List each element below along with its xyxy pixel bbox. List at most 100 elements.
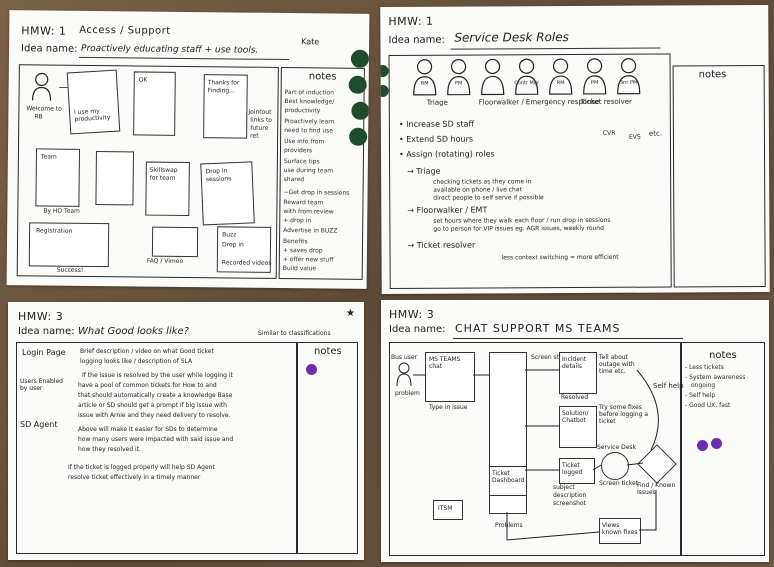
note-line: + offer new stuff — [282, 255, 334, 264]
sketch-caption: Buzz — [222, 231, 237, 239]
note-line: ~Get drop in sessions — [283, 189, 350, 197]
sketch-list-card: OK — [133, 71, 176, 136]
idea-name: Proactively educating staff + use tools. — [80, 43, 259, 56]
sketch-caption: Finding... — [207, 87, 235, 95]
role-label: PM — [590, 79, 599, 86]
flow-label: Self help — [653, 382, 684, 390]
sketch-caption: Drop in — [205, 167, 228, 176]
subsection-item: available on phone / live chat — [433, 186, 522, 194]
sketch-team-card: Team — [35, 148, 81, 207]
note-line: Best knowledge/ — [284, 98, 335, 106]
note-line: Build value — [282, 264, 317, 273]
subsection-heading-text: Floorwalker / EMT — [416, 205, 488, 215]
role-label: RM — [556, 80, 565, 87]
sketch-skillswap-card: Skillswap for team — [145, 161, 190, 217]
note-line: Reward team — [283, 199, 324, 207]
poster-hmw1-proactive: HMW: 1 Access / Support Idea name: Proac… — [6, 10, 370, 289]
flow-label: problem — [395, 390, 420, 397]
sketch-caption: ref. — [250, 132, 260, 140]
bullet: • Increase SD staff — [398, 119, 475, 129]
flow-label: Find / Known Issues — [637, 482, 676, 496]
notes-label: notes — [709, 350, 737, 361]
title-underline — [450, 47, 661, 50]
notes-box — [672, 65, 766, 288]
itsm-box: ITSM — [433, 500, 463, 520]
flow-label: Problems — [495, 522, 523, 529]
body-line: Above will make it easier for SDs to det… — [78, 426, 218, 433]
flow-label: Type in issue — [429, 404, 468, 411]
notes-label: notes — [308, 71, 337, 83]
subsection-item: set hours where they walk each floor / r… — [433, 216, 611, 225]
role-person-icon — [479, 58, 507, 96]
subsection-heading: → Ticket resolver — [407, 240, 476, 250]
flow-label: Screen status — [531, 354, 572, 361]
sketch-caption: By HO Team — [43, 207, 80, 215]
idea-name: What Good looks like? — [78, 326, 189, 337]
flow-label: Views known fixes — [602, 522, 638, 536]
person-sketch-icon — [31, 72, 52, 101]
role-caption: Ticket resolver — [580, 97, 632, 106]
sketch-caption: FAQ / Vimeo — [146, 257, 184, 265]
flow-label: subject — [553, 484, 575, 491]
note-line: - Less tickets — [685, 364, 724, 371]
extra-role: CVR — [602, 129, 616, 137]
sketch-caption: Team — [40, 153, 57, 161]
flow-label: description — [553, 492, 587, 499]
ticket-dashboard-box: Ticket Dashboard — [489, 466, 527, 496]
subsection-heading: → Triage — [407, 166, 441, 176]
note-line: + saves drop — [282, 247, 323, 255]
notes-box — [681, 342, 765, 556]
note-line: Benefits — [283, 238, 308, 246]
section-label: Users Enabled by user — [20, 378, 63, 392]
body-line: have a pool of common tickets for How to… — [78, 382, 217, 389]
note-line: shared — [283, 176, 305, 184]
note-line: productivity — [284, 107, 321, 115]
body-line: how they resolved it. — [78, 446, 141, 453]
flow-label: Service Desk — [597, 444, 636, 451]
sketch-faq-card: Registration — [28, 222, 110, 268]
sketch-form-card: I use my productivity — [66, 69, 121, 135]
idea-name: Service Desk Roles — [454, 30, 569, 45]
incident-details-box: Incident details — [559, 352, 597, 394]
sketch-caption: Success! — [56, 266, 84, 274]
solution-chatbot-box: Solution/ Chatbot — [559, 406, 597, 448]
sketch-page-card — [95, 151, 134, 206]
bullet: • Assign (rotating) roles — [398, 149, 495, 159]
sketch-caption: Skillswap — [149, 166, 178, 174]
note-line: with from review — [283, 208, 334, 216]
purple-vote-dot — [306, 364, 317, 375]
role-person-icon: RM — [411, 59, 439, 97]
sketch-caption: sessions — [205, 175, 232, 184]
role-person-icon: Snr PM — [615, 58, 643, 96]
subsection-heading-text: Triage — [416, 166, 441, 176]
section-label: SD Agent — [20, 420, 58, 429]
body-line: issue with Arnie and they need delivery … — [78, 412, 231, 419]
notes-label: notes — [314, 346, 342, 357]
idea-label: Idea name: — [20, 43, 78, 55]
body-line: If the issue is resolved by the user whi… — [82, 372, 233, 379]
sketch-caption: for team — [149, 174, 176, 182]
sketch-caption: Drop in — [221, 241, 244, 249]
poster-hmw1-service-desk-roles: HMW: 1 Idea name: Service Desk Roles not… — [380, 4, 770, 295]
idea-label: Idea name: — [388, 34, 445, 46]
flow-label: Resolved — [561, 394, 589, 401]
sketch-caption: Registration — [36, 227, 73, 235]
body-line: Brief description / video on what Good t… — [80, 348, 214, 355]
hmw-extra: Access / Support — [79, 24, 171, 37]
flow-label: MS TEAMS chat — [429, 356, 461, 370]
green-sticker — [380, 64, 389, 78]
bullet-text: Increase SD staff — [406, 119, 475, 129]
role-person-icon: PM — [445, 59, 473, 97]
hmw-label: HMW: 1 — [21, 24, 67, 38]
note-line: need to find use — [284, 127, 333, 135]
green-sticker — [380, 84, 389, 98]
flow-label: Incident details — [562, 356, 587, 370]
role-label: PM — [454, 80, 463, 87]
flow-arrows — [413, 369, 659, 541]
role-person-icon: PM — [581, 58, 609, 96]
role-person-icon: Contr Mgr — [513, 58, 541, 96]
hmw-label: HMW: 3 — [389, 308, 435, 321]
ticket-logged-box: Ticket logged — [559, 458, 595, 484]
flow-label: Try some fixes before logging a ticket — [599, 404, 649, 425]
